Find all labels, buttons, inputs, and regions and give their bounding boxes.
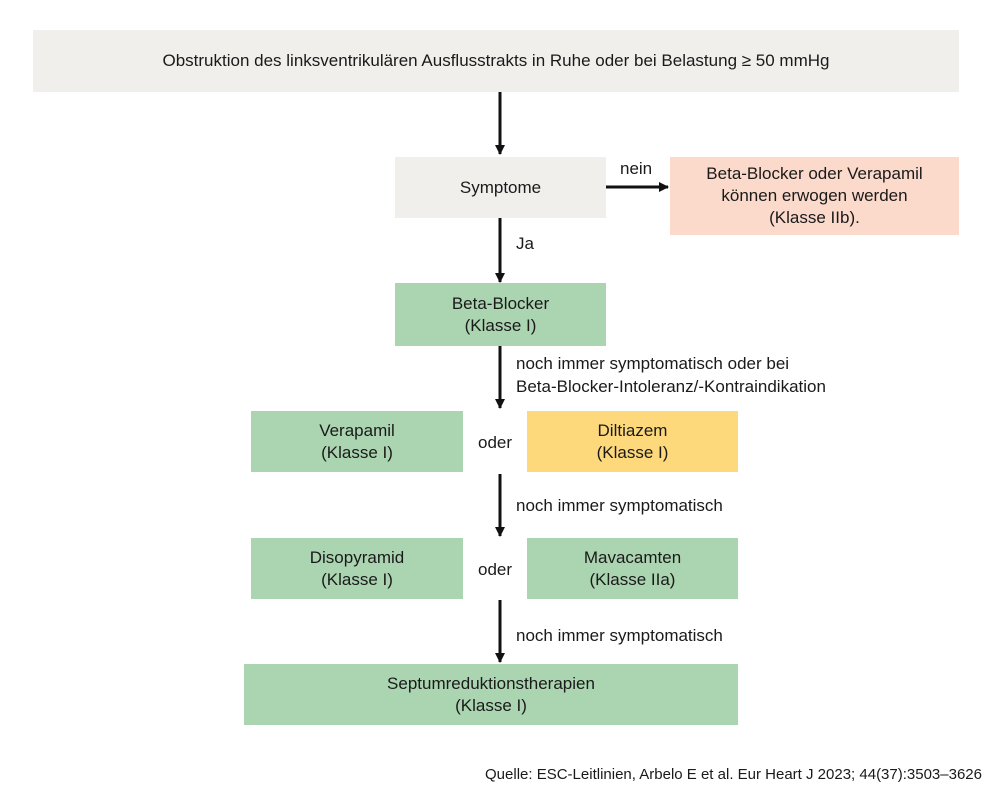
disopyramid-name: Disopyramid bbox=[309, 547, 405, 567]
edge-label-oder-1: oder bbox=[478, 433, 513, 452]
mavacamten-class: (Klasse IIa) bbox=[589, 569, 676, 589]
no-symptoms-line3: (Klasse IIb). bbox=[769, 208, 860, 227]
no-symptoms-line1: Beta-Blocker oder Verapamil bbox=[706, 164, 923, 183]
edge-label-ja: Ja bbox=[516, 234, 534, 253]
symptome-box: Symptome bbox=[395, 157, 606, 218]
edge-label-still-symptomatic-1: noch immer symptomatisch bbox=[516, 496, 723, 515]
no-symptoms-recommendation-box: Beta-Blocker oder Verapamil können erwog… bbox=[670, 157, 959, 235]
septum-reduction-box: Septumreduktionstherapien (Klasse I) bbox=[244, 664, 738, 725]
obstruction-text: Obstruktion des linksventrikulären Ausfl… bbox=[162, 51, 830, 70]
disopyramid-box: Disopyramid (Klasse I) bbox=[251, 538, 463, 599]
beta-blocker-name: Beta-Blocker bbox=[451, 293, 550, 313]
diltiazem-box: Diltiazem (Klasse I) bbox=[527, 411, 738, 472]
verapamil-name: Verapamil bbox=[319, 420, 395, 440]
verapamil-box: Verapamil (Klasse I) bbox=[251, 411, 463, 472]
edge-label-beta-line1: noch immer symptomatisch oder bei bbox=[516, 354, 790, 373]
symptome-text: Symptome bbox=[459, 177, 542, 197]
mavacamten-name: Mavacamten bbox=[583, 547, 682, 567]
septum-reduction-class: (Klasse I) bbox=[455, 695, 527, 715]
edge-label-still-symptomatic-2: noch immer symptomatisch bbox=[516, 626, 723, 645]
source-citation: Quelle: ESC-Leitlinien, Arbelo E et al. … bbox=[485, 766, 982, 783]
beta-blocker-class: (Klasse I) bbox=[464, 315, 537, 335]
verapamil-class: (Klasse I) bbox=[321, 442, 393, 462]
diltiazem-class: (Klasse I) bbox=[596, 442, 669, 462]
diltiazem-name: Diltiazem bbox=[597, 420, 668, 440]
mavacamten-box: Mavacamten (Klasse IIa) bbox=[527, 538, 738, 599]
septum-reduction-name: Septumreduktionstherapien bbox=[387, 673, 595, 693]
edge-label-oder-2: oder bbox=[478, 560, 513, 579]
obstruction-box: Obstruktion des linksventrikulären Ausfl… bbox=[33, 30, 959, 92]
beta-blocker-box: Beta-Blocker (Klasse I) bbox=[395, 283, 606, 346]
edge-label-nein: nein bbox=[620, 159, 653, 178]
disopyramid-class: (Klasse I) bbox=[321, 569, 393, 589]
no-symptoms-line2: können erwogen werden bbox=[721, 186, 908, 205]
edge-label-beta-line2: Beta-Blocker-Intoleranz/-Kontraindikatio… bbox=[516, 377, 826, 396]
